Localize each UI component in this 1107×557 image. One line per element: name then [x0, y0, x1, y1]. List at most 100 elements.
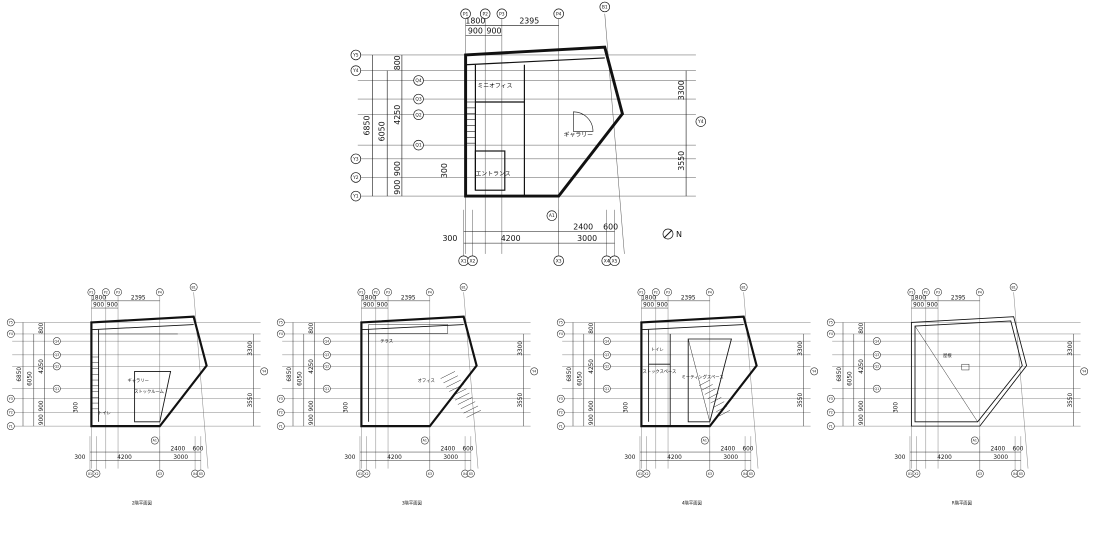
axis-label: Q2	[605, 365, 610, 369]
dim-600: 600	[1012, 447, 1023, 453]
entrance-box	[474, 150, 506, 191]
dim-3000: 3000	[993, 455, 1008, 461]
stockroom-wall	[134, 370, 172, 423]
axis-circle	[196, 469, 205, 478]
dim-900a: 900	[643, 303, 654, 309]
dim-4200: 4200	[937, 455, 952, 461]
axis-circle	[276, 408, 285, 417]
dim-900a: 900	[93, 303, 104, 309]
axis-circle	[357, 288, 366, 297]
grid-axis-bubble: Q2	[602, 362, 611, 371]
grid-axis-bubble: Q1	[413, 139, 424, 151]
grid-axis-bubble: Q3	[602, 350, 611, 359]
stair-tread	[466, 410, 482, 418]
axis-label: B1	[602, 5, 608, 11]
dim-3550: 3550	[1068, 393, 1074, 408]
dim-300: 300	[624, 455, 635, 461]
axis-circle	[322, 350, 331, 359]
axis-label: Y3	[829, 397, 833, 401]
grid-axis-bubble: P2	[101, 288, 110, 297]
stair-tread	[704, 388, 716, 395]
grid-axis-bubble: Q4	[322, 337, 331, 346]
axis-circle	[6, 394, 15, 403]
dim-6850: 6850	[567, 367, 573, 382]
axis-circle	[413, 75, 424, 86]
axis-circle	[155, 288, 164, 297]
axis-label: Q4	[875, 339, 880, 343]
axis-circle	[609, 255, 620, 267]
stair-tread	[440, 371, 456, 379]
plan-caption: 2階平面図	[132, 500, 152, 507]
axis-circle	[6, 330, 15, 338]
stair-tread	[457, 397, 473, 405]
grid-axis-bubble: P4	[425, 288, 434, 297]
axis-circle	[466, 469, 475, 478]
grid-axis-bubble: A1	[700, 436, 709, 445]
axis-circle	[826, 394, 835, 403]
axis-label: Q1	[55, 387, 60, 391]
exterior-wall	[640, 315, 758, 428]
grid-axis-bubble: B1	[1009, 283, 1018, 292]
axis-label: A1	[153, 439, 157, 443]
axis-label: P2	[374, 290, 378, 294]
dim-900b: 900	[377, 303, 388, 309]
axis-label: P1	[639, 290, 643, 294]
axis-label: Y5	[279, 321, 283, 325]
axis-circle	[739, 283, 748, 292]
axis-label: X2	[644, 472, 648, 476]
dim-2400: 2400	[440, 447, 455, 453]
axis-label: X4	[463, 472, 467, 476]
axis-label: P3	[499, 11, 505, 17]
grid-axis-bubble: Q1	[322, 384, 331, 393]
grid-axis-bubble: P4	[553, 8, 564, 20]
grid-axis-bubble: Y5	[6, 318, 15, 327]
axis-label: P1	[359, 290, 363, 294]
axis-label: A1	[423, 439, 427, 443]
axis-label: X5	[612, 258, 618, 264]
axis-circle	[872, 337, 881, 346]
axis-label: Y4	[1082, 370, 1086, 374]
axis-label: Y5	[829, 321, 833, 325]
dim-3000: 3000	[173, 455, 188, 461]
grid-axis-bubble: Q4	[602, 337, 611, 346]
stair-tread	[449, 384, 464, 392]
axis-circle	[322, 362, 331, 371]
grid-axis-bubble: P3	[496, 8, 508, 20]
dim-2395: 2395	[681, 295, 696, 301]
room-label: 屋根	[943, 352, 952, 359]
axis-circle	[276, 394, 285, 403]
axis-circle	[92, 469, 101, 478]
axis-label: B1	[742, 285, 746, 289]
dim-800: 800	[393, 55, 402, 70]
grid-axis-bubble: Q2	[322, 362, 331, 371]
grid-axis-bubble: Y2	[556, 408, 565, 417]
dim-800: 800	[859, 322, 865, 333]
axis-circle	[6, 408, 15, 417]
grid-axis-bubble: Q2	[872, 362, 881, 371]
grid-axis-bubble: Y1	[556, 422, 565, 430]
axis-circle	[276, 318, 285, 327]
dim-6850: 6850	[287, 367, 293, 382]
dim-4250: 4250	[39, 359, 45, 374]
axis-circle	[556, 408, 565, 417]
axis-label: Y1	[352, 194, 359, 200]
axis-circle	[322, 337, 331, 346]
axis-label: P2	[104, 290, 108, 294]
axis-circle	[642, 469, 651, 478]
dim-800: 800	[589, 322, 595, 333]
grid-axis-bubble: Q1	[52, 384, 61, 393]
axis-label: P3	[386, 290, 390, 294]
axis-circle	[530, 367, 539, 376]
grid-axis-bubble: X5	[1016, 469, 1025, 478]
grid-axis-bubble: Y4	[260, 367, 269, 376]
axis-circle	[371, 288, 380, 297]
axis-label: Y1	[829, 424, 833, 428]
axis-circle	[826, 422, 835, 430]
axis-label: X5	[749, 472, 753, 476]
grid-axis-bubble: P1	[637, 288, 646, 297]
stair-tread	[452, 388, 467, 397]
axis-label: X3	[978, 472, 982, 476]
axis-circle	[912, 469, 921, 478]
north-pointer	[663, 229, 673, 239]
